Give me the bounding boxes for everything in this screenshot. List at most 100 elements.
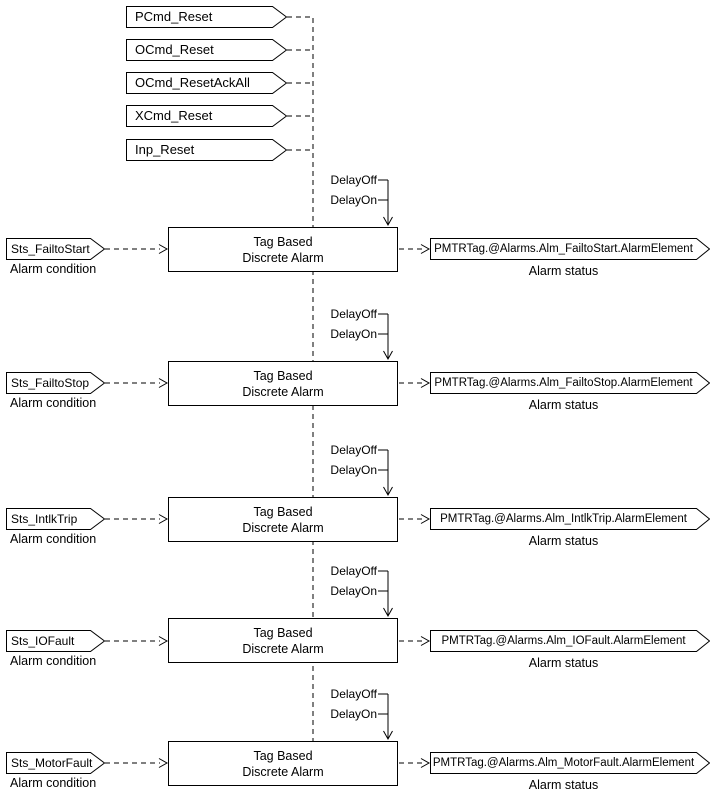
flag-shape <box>6 630 105 652</box>
status-flag-row-3: PMTRTag.@Alarms.Alm_IntlkTrip.AlarmEleme… <box>430 508 710 530</box>
condition-flag-row-4: Sts_IOFault <box>6 630 105 652</box>
delay-on-label-row-3: DelayOn <box>330 463 377 477</box>
status-label: PMTRTag.@Alarms.Alm_MotorFault.AlarmElem… <box>432 757 695 769</box>
arrowhead-icon <box>420 244 431 254</box>
reset-input-flag-pcmd-reset: PCmd_Reset <box>126 6 287 28</box>
condition-flag-row-5: Sts_MotorFault <box>6 752 105 774</box>
flag-shape <box>126 139 287 161</box>
condition-label: Sts_MotorFault <box>11 756 93 770</box>
reset-input-flag-ocmd-reset: OCmd_Reset <box>126 39 287 61</box>
arrowhead-icon <box>420 758 431 768</box>
flag-shape <box>126 39 287 61</box>
delay-on-label-row-5: DelayOn <box>330 707 377 721</box>
delay-on-label-row-4: DelayOn <box>330 584 377 598</box>
block-title-line2: Discrete Alarm <box>242 641 324 656</box>
block-title-line2: Discrete Alarm <box>242 520 324 535</box>
arrowhead-icon <box>158 514 169 524</box>
arrowhead-down-icon <box>383 730 393 741</box>
discrete-alarm-block-row-2: Tag Based Discrete Alarm <box>168 361 398 406</box>
row-1-wires <box>105 179 431 254</box>
condition-label: Sts_FailtoStart <box>11 242 90 256</box>
status-label: PMTRTag.@Alarms.Alm_IntlkTrip.AlarmEleme… <box>440 513 687 525</box>
row-4-wires <box>105 570 431 646</box>
arrowhead-icon <box>158 244 169 254</box>
block-title-line1: Tag Based <box>253 504 313 519</box>
arrowhead-icon <box>158 378 169 388</box>
reset-input-flag-inp-reset: Inp_Reset <box>126 139 287 161</box>
block-title-line2: Discrete Alarm <box>242 384 324 399</box>
condition-label: Sts_IOFault <box>11 634 75 648</box>
reset-input-label: OCmd_Reset <box>135 42 214 57</box>
flag-shape <box>126 6 287 28</box>
delay-off-label-row-3: DelayOff <box>330 443 377 457</box>
delay-off-label-row-4: DelayOff <box>330 564 377 578</box>
block-title-line1: Tag Based <box>253 748 313 763</box>
condition-caption-row-1: Alarm condition <box>10 262 97 276</box>
flag-shape <box>430 508 710 530</box>
flag-shape <box>430 752 710 774</box>
arrowhead-icon <box>158 636 169 646</box>
condition-caption-row-4: Alarm condition <box>10 654 97 668</box>
status-flag-row-4: PMTRTag.@Alarms.Alm_IOFault.AlarmElement <box>430 630 710 652</box>
flag-shape <box>430 372 710 394</box>
arrowhead-icon <box>420 636 431 646</box>
flag-shape <box>6 238 105 260</box>
condition-label: Sts_FailtoStop <box>11 376 90 390</box>
condition-flag-row-1: Sts_FailtoStart <box>6 238 105 260</box>
status-caption-row-3: Alarm status <box>528 534 599 548</box>
flag-shape <box>6 372 105 394</box>
flag-shape <box>6 508 105 530</box>
delay-on-label-row-2: DelayOn <box>330 327 377 341</box>
status-flag-row-5: PMTRTag.@Alarms.Alm_MotorFault.AlarmElem… <box>430 752 710 774</box>
flag-shape <box>6 752 105 774</box>
reset-input-label: XCmd_Reset <box>135 108 213 123</box>
row-2-wires <box>105 313 431 388</box>
discrete-alarm-block-row-4: Tag Based Discrete Alarm <box>168 618 398 663</box>
flag-shape <box>430 238 710 260</box>
flag-shape <box>126 105 287 127</box>
arrowhead-icon <box>158 758 169 768</box>
reset-input-label: Inp_Reset <box>135 142 195 157</box>
condition-label: Sts_IntlkTrip <box>11 512 78 526</box>
condition-caption-row-2: Alarm condition <box>10 396 97 410</box>
condition-flag-row-3: Sts_IntlkTrip <box>6 508 105 530</box>
status-label: PMTRTag.@Alarms.Alm_IOFault.AlarmElement <box>441 635 686 647</box>
arrowhead-down-icon <box>383 350 393 361</box>
arrowhead-down-icon <box>383 216 393 227</box>
arrowhead-down-icon <box>383 486 393 497</box>
arrowhead-down-icon <box>383 607 393 618</box>
status-caption-row-5: Alarm status <box>528 778 599 790</box>
condition-caption-row-5: Alarm condition <box>10 776 97 790</box>
discrete-alarm-block-row-1: Tag Based Discrete Alarm <box>168 227 398 272</box>
reset-input-label: OCmd_ResetAckAll <box>135 75 250 90</box>
row-5-wires <box>105 693 431 768</box>
row-3-wires <box>105 449 431 524</box>
block-title-line2: Discrete Alarm <box>242 764 324 779</box>
discrete-alarm-block-row-5: Tag Based Discrete Alarm <box>168 741 398 786</box>
block-title-line1: Tag Based <box>253 625 313 640</box>
discrete-alarm-block-row-3: Tag Based Discrete Alarm <box>168 497 398 542</box>
arrowhead-icon <box>420 378 431 388</box>
delay-off-label-row-5: DelayOff <box>330 687 377 701</box>
delay-off-label-row-1: DelayOff <box>330 173 377 187</box>
reset-input-label: PCmd_Reset <box>135 9 213 24</box>
status-label: PMTRTag.@Alarms.Alm_FailtoStop.AlarmElem… <box>434 377 693 389</box>
status-flag-row-2: PMTRTag.@Alarms.Alm_FailtoStop.AlarmElem… <box>430 372 710 394</box>
status-caption-row-4: Alarm status <box>528 656 599 670</box>
arrowhead-icon <box>420 514 431 524</box>
status-flag-row-1: PMTRTag.@Alarms.Alm_FailtoStart.AlarmEle… <box>430 238 710 260</box>
reset-input-flag-xcmd-reset: XCmd_Reset <box>126 105 287 127</box>
block-title-line1: Tag Based <box>253 368 313 383</box>
status-caption-row-1: Alarm status <box>528 264 599 278</box>
delay-on-label-row-1: DelayOn <box>330 193 377 207</box>
flag-shape <box>430 630 710 652</box>
block-title-line1: Tag Based <box>253 234 313 249</box>
delay-off-label-row-2: DelayOff <box>330 307 377 321</box>
status-label: PMTRTag.@Alarms.Alm_FailtoStart.AlarmEle… <box>434 243 693 255</box>
status-caption-row-2: Alarm status <box>528 398 599 412</box>
condition-caption-row-3: Alarm condition <box>10 532 97 546</box>
reset-input-flag-ocmd-resetackall: OCmd_ResetAckAll <box>126 72 287 94</box>
flag-shape <box>126 72 287 94</box>
condition-flag-row-2: Sts_FailtoStop <box>6 372 105 394</box>
